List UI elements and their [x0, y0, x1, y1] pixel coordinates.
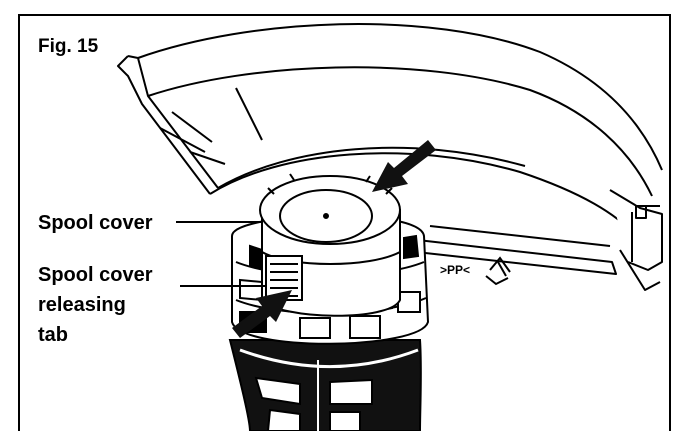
- figure-frame: [18, 14, 671, 431]
- leader-lines: [176, 221, 266, 287]
- callout-releasing-tab-line-1: Spool cover: [38, 264, 153, 286]
- material-marking: >PP<: [440, 263, 470, 277]
- guard: [117, 23, 663, 291]
- press-arrow-top: [372, 140, 436, 192]
- recycle-icon: [485, 256, 511, 286]
- callout-releasing-tab-line-3: tab: [38, 324, 68, 346]
- callout-spool-cover-text: Spool cover: [38, 212, 153, 234]
- motor-housing: [228, 339, 422, 431]
- callout-releasing-tab-line-2: releasing: [38, 294, 126, 316]
- callout-releasing-tab: Spool cover releasing tab: [38, 260, 152, 350]
- figure-label: Fig. 15: [38, 36, 99, 57]
- press-arrow-bottom: [232, 290, 292, 338]
- callout-spool-cover: Spool cover: [38, 208, 152, 238]
